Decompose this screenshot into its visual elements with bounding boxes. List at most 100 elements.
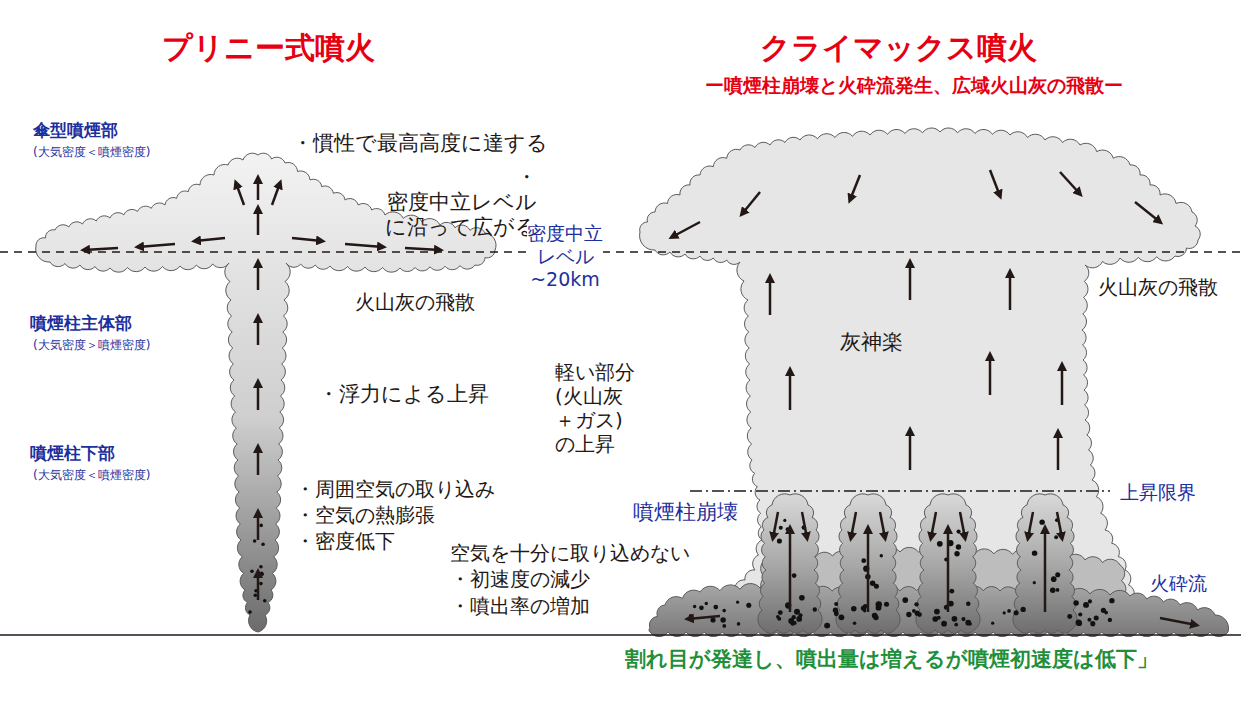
particle-dot	[813, 607, 817, 611]
particle-dot	[1055, 572, 1060, 577]
particle-dot	[248, 610, 252, 614]
flow-arrow	[672, 222, 700, 237]
particle-dot	[746, 603, 751, 608]
particle-dot	[796, 616, 802, 622]
process-note: ・初速度の減少	[450, 567, 590, 591]
flow-arrow	[257, 512, 260, 540]
particle-dot	[777, 617, 781, 621]
particle-dot	[833, 607, 838, 612]
particle-dot	[722, 624, 726, 628]
particle-dot	[876, 601, 882, 607]
panel-title: クライマックス噴火	[760, 30, 1037, 66]
particle-dot	[956, 529, 960, 533]
particle-dot	[853, 621, 857, 625]
particle-dot	[954, 623, 958, 627]
particle-dot	[937, 541, 943, 547]
zone-condition: (大気密度＜噴煙密度)	[33, 468, 150, 482]
flow-arrow	[769, 277, 772, 315]
particle-dot	[736, 601, 739, 604]
zone-name: 傘型噴煙部	[33, 120, 118, 140]
process-note: ・空気の熱膨張	[295, 503, 435, 527]
flow-arrow	[236, 183, 244, 205]
zone-name: 噴煙柱崩壊	[633, 500, 738, 525]
particle-dot	[783, 519, 786, 522]
panel-title: プリニー式噴火	[162, 30, 375, 66]
process-note: ・浮力による上昇	[318, 382, 489, 407]
flow-arrow	[742, 192, 760, 214]
particle-dot	[1067, 614, 1072, 619]
flow-arrow	[1057, 512, 1062, 538]
particle-dot	[260, 572, 264, 576]
process-note: ・慣性で最高高度に達する	[292, 131, 548, 156]
flow-arrow	[909, 430, 912, 470]
particle-dot	[991, 622, 994, 625]
flow-arrow	[1057, 432, 1060, 470]
flow-arrows	[84, 170, 1196, 625]
particle-dot	[949, 589, 954, 594]
particle-dot	[794, 609, 800, 615]
particle-dot	[861, 606, 866, 611]
process-note: ・噴出率の増加	[450, 594, 590, 618]
zone-name: 噴煙柱主体部	[30, 313, 132, 333]
particle-dot	[937, 616, 941, 620]
particle-dot	[253, 539, 257, 543]
particle-dot	[1088, 599, 1092, 603]
particle-dot	[1076, 619, 1082, 625]
level-label: 上昇限界	[1120, 481, 1196, 504]
particle-dot	[1033, 581, 1036, 584]
particle-dot	[261, 542, 265, 546]
flow-arrow	[257, 178, 260, 200]
collapse-column	[758, 494, 822, 633]
particle-dot	[788, 618, 794, 624]
particle-dot	[1078, 612, 1082, 616]
flow-arrow	[802, 512, 807, 538]
flow-arrow	[257, 208, 260, 235]
particle-dot	[1108, 618, 1112, 622]
process-note: 火山灰の飛散	[1098, 275, 1218, 299]
process-note: ・密度中立レベル に沿って広がる	[385, 165, 537, 241]
particle-dot	[259, 582, 263, 586]
particle-dot	[1073, 600, 1078, 605]
particle-dot	[884, 602, 889, 607]
zone-condition: (大気密度＜噴煙密度)	[33, 145, 150, 159]
particle-dot	[824, 623, 830, 629]
flow-arrow	[850, 175, 860, 200]
particle-dot	[861, 558, 866, 563]
flow-arrow	[345, 244, 383, 247]
flow-arrow	[1061, 365, 1064, 405]
flow-arrow	[789, 528, 792, 612]
particle-dot	[1054, 535, 1058, 539]
particle-dot	[1051, 576, 1057, 582]
particle-dot	[1032, 550, 1037, 555]
collapse-column	[1013, 494, 1077, 633]
process-note: ・密度低下	[295, 529, 395, 553]
particle-dot	[259, 565, 263, 569]
particle-dot	[713, 605, 718, 610]
flow-arrow	[257, 262, 260, 290]
flow-arrow	[1135, 202, 1160, 222]
particle-dot	[722, 609, 726, 613]
particle-dot	[917, 612, 922, 617]
particle-dot	[914, 602, 918, 606]
flow-arrow	[789, 370, 792, 410]
particle-dot	[720, 617, 726, 623]
particle-dot	[1109, 598, 1114, 603]
particle-dot	[263, 599, 267, 603]
process-note: 火山灰の飛散	[355, 290, 475, 314]
particle-dot	[839, 614, 845, 620]
flow-arrow	[960, 512, 965, 538]
particle-dot	[1076, 620, 1082, 626]
process-note: 灰神楽	[840, 330, 903, 355]
flow-arrow	[773, 512, 778, 538]
flow-arrow	[1044, 528, 1047, 612]
particle-dot	[253, 593, 257, 597]
flow-arrow	[688, 616, 720, 619]
particle-dot	[941, 621, 947, 627]
flow-arrow	[405, 248, 440, 250]
flow-arrow	[867, 528, 870, 612]
neutral-density-line	[0, 251, 1241, 252]
particle-dot	[961, 617, 965, 621]
